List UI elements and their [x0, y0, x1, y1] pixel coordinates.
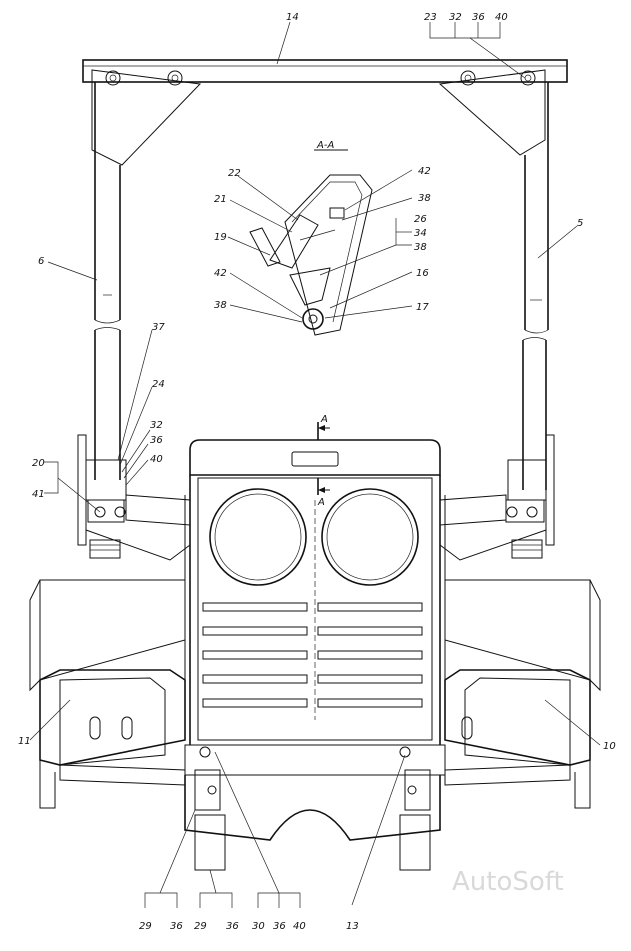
callout-19: 19 [214, 232, 227, 243]
section-marker-bottom: А [317, 497, 325, 508]
callout-24: 24 [152, 379, 165, 390]
callout-20: 20 [32, 458, 45, 469]
callout-21: 21 [214, 194, 227, 205]
callout-37: 37 [152, 322, 165, 333]
callout-36-top: 36 [472, 12, 485, 23]
callout-42-right: 42 [418, 166, 431, 177]
section-a-a-detail [249, 149, 373, 336]
section-title: А-А [316, 140, 334, 151]
front-axle [184, 744, 446, 871]
callout-10: 10 [603, 741, 616, 752]
callout-40-left: 40 [150, 454, 163, 465]
callout-38-left: 38 [214, 300, 227, 311]
section-cut-marker [317, 422, 330, 495]
section-marker-top: А [320, 414, 328, 425]
callout-22: 22 [228, 168, 241, 179]
callout-32-top: 32 [449, 12, 462, 23]
watermark: AutoSoft [452, 867, 564, 897]
callout-32-left: 32 [150, 420, 163, 431]
callout-41: 41 [32, 489, 45, 500]
callout-17: 17 [416, 302, 429, 313]
callout-38-group: 38 [414, 242, 427, 253]
callout-34: 34 [414, 228, 427, 239]
right-mount-bracket [439, 434, 555, 561]
right-fender [444, 579, 601, 809]
callout-26: 26 [414, 214, 427, 225]
callout-29-first: 29 [139, 921, 152, 932]
callout-11: 11 [18, 736, 31, 747]
callout-13: 13 [346, 921, 359, 932]
radiator-grille [197, 477, 433, 741]
callout-42-left: 42 [214, 268, 227, 279]
left-fender [29, 579, 186, 809]
callout-36-left: 36 [150, 435, 163, 446]
callout-36-third: 36 [273, 921, 286, 932]
callout-14: 14 [286, 12, 299, 23]
callout-36-first: 36 [170, 921, 183, 932]
callout-40-top: 40 [495, 12, 508, 23]
callout-16: 16 [416, 268, 429, 279]
left-upright-post [94, 82, 121, 480]
callout-6: 6 [38, 256, 44, 267]
callout-5: 5 [577, 218, 583, 229]
left-mount-bracket [77, 434, 191, 561]
right-upright-post [522, 82, 549, 490]
callout-30: 30 [252, 921, 265, 932]
callout-36-second: 36 [226, 921, 239, 932]
callout-23: 23 [424, 12, 437, 23]
callout-38-right: 38 [418, 193, 431, 204]
top-frame-beam [82, 59, 568, 166]
grille-slots [202, 602, 423, 708]
leader-lines [29, 21, 601, 908]
callout-40-bottom: 40 [293, 921, 306, 932]
callout-29-second: 29 [194, 921, 207, 932]
